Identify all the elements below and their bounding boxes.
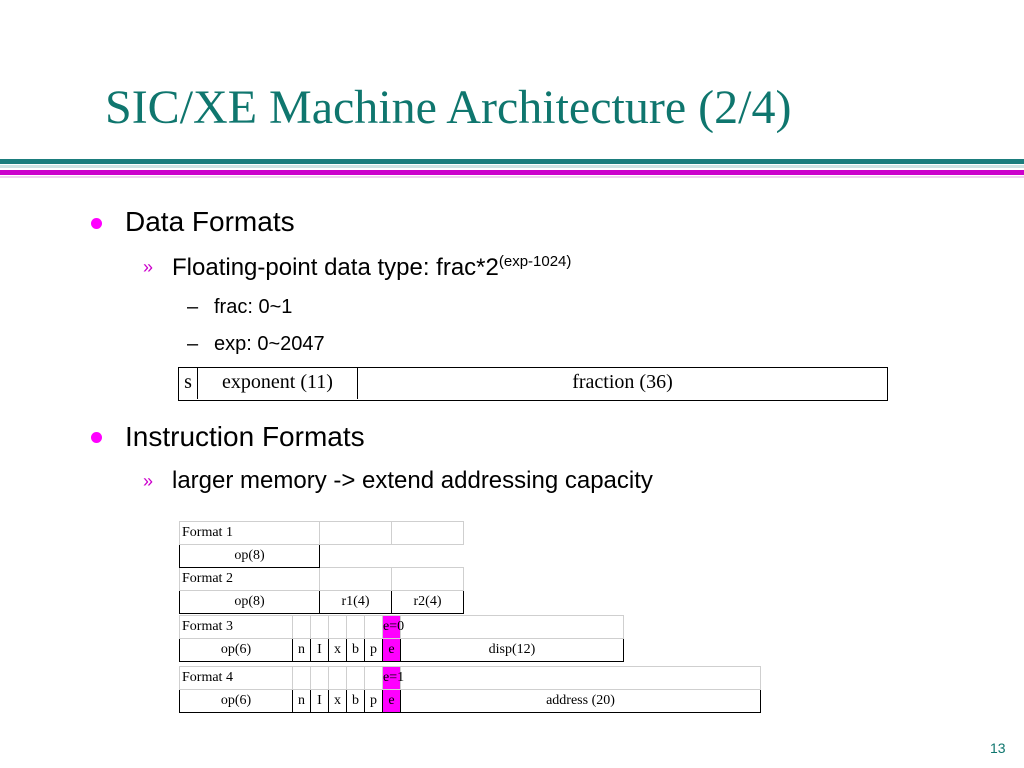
format3-p: p (364, 638, 383, 662)
bullet-larger-memory: larger memory -> extend addressing capac… (172, 467, 653, 494)
title-rule-magenta (0, 170, 1024, 175)
format3-n: n (292, 638, 311, 662)
title-rule-pink (0, 176, 1024, 178)
dash-marker: – (187, 333, 199, 355)
format4-table: Format 4 e=1 op(6) n I x b p e address (… (179, 666, 761, 713)
format4-p: p (364, 689, 383, 713)
format2-field-row: op(8) r1(4) r2(4) (179, 590, 464, 614)
format1-label: Format 1 (179, 521, 320, 545)
format3-e-flag: e=0 (382, 615, 404, 639)
format4-x: x (328, 689, 347, 713)
float-sign-field: s (179, 368, 198, 399)
format4-b: b (346, 689, 365, 713)
format4-i: I (310, 689, 329, 713)
bullet-instruction-formats: Instruction Formats (125, 421, 365, 452)
format4-n: n (292, 689, 311, 713)
format3-b: b (346, 638, 365, 662)
float-exponent-field: exponent (11) (198, 368, 358, 399)
bullet-exp: exp: 0~2047 (214, 333, 325, 355)
format1-field-row: op(8) (179, 544, 464, 568)
format4-op: op(6) (179, 689, 293, 713)
dash-marker: – (187, 296, 199, 318)
page-number: 13 (990, 740, 1006, 756)
format4-e: e (382, 689, 401, 713)
bullet-floating-point: Floating-point data type: frac*2(exp-102… (172, 253, 572, 281)
float-exp-superscript: (exp-1024) (498, 253, 572, 270)
format3-i: I (310, 638, 329, 662)
format3-table: Format 3 e=0 op(6) n I x b p e disp(12) (179, 615, 624, 662)
format2-label-row: Format 2 (179, 567, 464, 591)
float-fraction-field: fraction (36) (572, 371, 673, 393)
raquo-marker: » (143, 257, 154, 277)
bullet-data-formats: Data Formats (125, 206, 295, 237)
format4-label: Format 4 (179, 666, 293, 690)
format4-field-row: op(6) n I x b p e address (20) (179, 689, 761, 713)
float-format-box: s exponent (11) fraction (36) (178, 367, 888, 401)
format3-label: Format 3 (179, 615, 293, 639)
float-type-text: Floating-point data type: frac*2 (172, 254, 499, 281)
format3-e: e (382, 638, 401, 662)
bullet-icon (91, 218, 102, 229)
raquo-marker: » (143, 471, 154, 491)
format1-op: op(8) (179, 544, 320, 568)
format12-table: Format 1 op(8) Format 2 op(8) r1(4) r2(4… (179, 521, 464, 614)
format2-r1: r1(4) (319, 590, 392, 614)
format3-label-row: Format 3 e=0 (179, 615, 624, 639)
format4-label-row: Format 4 e=1 (179, 666, 761, 690)
format3-op: op(6) (179, 638, 293, 662)
format4-address: address (20) (400, 689, 761, 713)
format3-x: x (328, 638, 347, 662)
format3-field-row: op(6) n I x b p e disp(12) (179, 638, 624, 662)
format4-e-flag: e=1 (382, 666, 404, 690)
format1-label-row: Format 1 (179, 521, 464, 545)
title-rule-teal (0, 159, 1024, 164)
page-title: SIC/XE Machine Architecture (2/4) (105, 81, 792, 134)
format2-r2: r2(4) (391, 590, 464, 614)
title-rule-light (0, 165, 1024, 168)
format2-op: op(8) (179, 590, 320, 614)
format2-label: Format 2 (179, 567, 320, 591)
format3-disp: disp(12) (400, 638, 624, 662)
bullet-frac: frac: 0~1 (214, 296, 293, 318)
bullet-icon (91, 432, 102, 443)
